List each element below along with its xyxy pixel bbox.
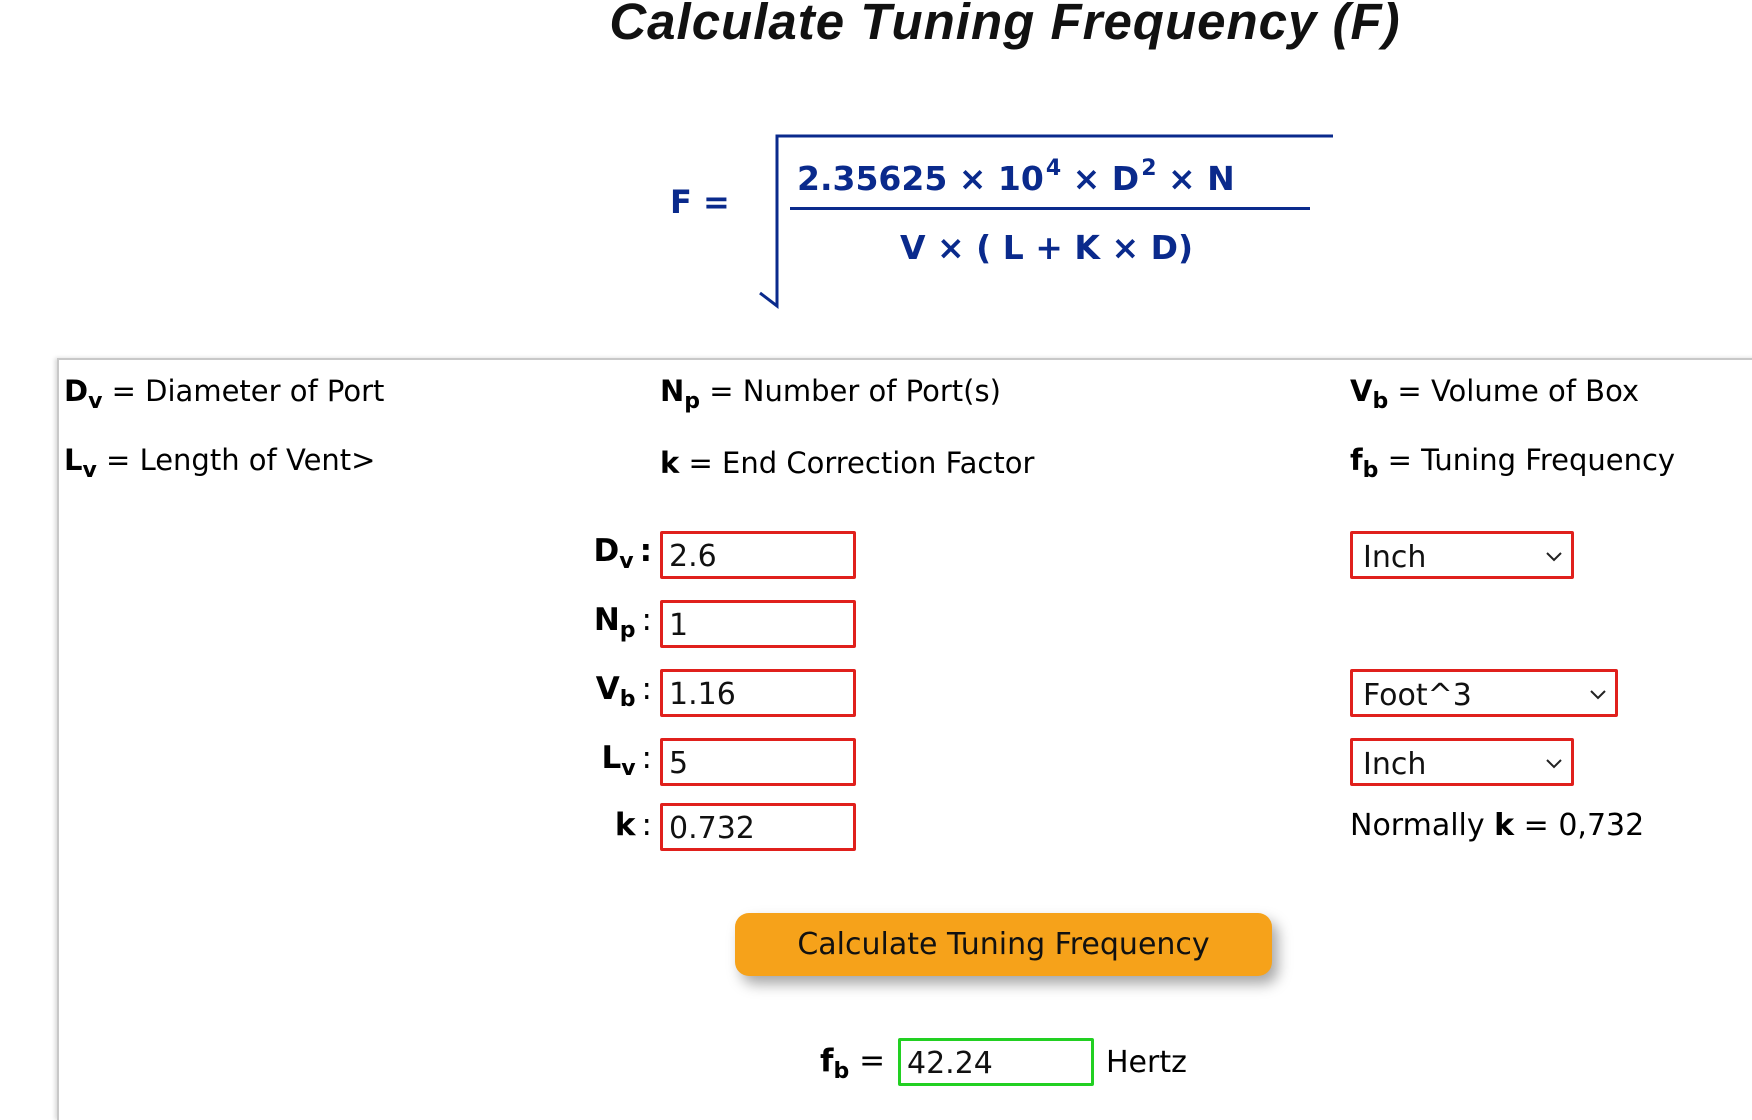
numerator-mid: × D <box>1061 159 1140 198</box>
label-subscript: v <box>619 549 634 574</box>
numerator-end: × N <box>1156 159 1235 198</box>
vb-unit-value: Foot^3 <box>1363 677 1472 713</box>
definition-volume: Vb = Volume of Box <box>1350 374 1639 414</box>
def-subscript: b <box>1372 389 1389 414</box>
def-text: = Volume of Box <box>1397 374 1640 408</box>
label-subscript: p <box>619 618 636 643</box>
def-text: = Tuning Frequency <box>1387 443 1676 477</box>
dv-unit-select[interactable]: Inch <box>1350 531 1574 579</box>
def-symbol: L <box>64 443 83 477</box>
label-symbol: k <box>614 807 636 843</box>
label-symbol: V <box>595 671 620 707</box>
result-subscript: b <box>833 1059 850 1084</box>
label-colon: : <box>639 533 652 569</box>
lv-label: Lv: <box>492 740 652 781</box>
np-input[interactable] <box>660 600 856 648</box>
lv-input[interactable] <box>660 738 856 786</box>
calculate-tuning-frequency-button[interactable]: Calculate Tuning Frequency <box>735 913 1272 976</box>
definition-tuning-frequency: fb = Tuning Frequency <box>1350 443 1675 483</box>
def-symbol: N <box>660 374 685 408</box>
chevron-down-icon <box>1590 690 1606 700</box>
def-symbol: V <box>1350 374 1373 408</box>
def-text: = Number of Port(s) <box>709 374 1001 408</box>
dv-unit-value: Inch <box>1363 539 1427 575</box>
chevron-down-icon <box>1546 552 1562 562</box>
result-equals: = <box>859 1043 886 1079</box>
def-text: = Diameter of Port <box>111 374 385 408</box>
lv-unit-select[interactable]: Inch <box>1350 738 1574 786</box>
label-symbol: N <box>593 602 620 638</box>
result-output[interactable] <box>898 1038 1094 1086</box>
vb-unit-select[interactable]: Foot^3 <box>1350 669 1618 717</box>
result-symbol: f <box>820 1043 834 1079</box>
k-label: k: <box>492 807 652 843</box>
formula-denominator: V × ( L + K × D) <box>900 228 1194 267</box>
def-subscript: v <box>82 458 97 483</box>
vb-label: Vb: <box>492 671 652 712</box>
lv-unit-value: Inch <box>1363 746 1427 782</box>
numerator-exponent-2: 2 <box>1141 156 1157 181</box>
k-input[interactable] <box>660 803 856 851</box>
dv-label: Dv: <box>492 533 652 574</box>
definition-length: Lv = Length of Vent> <box>64 443 375 483</box>
calculator-panel <box>57 358 1752 1120</box>
square-root-icon <box>759 134 1333 310</box>
label-colon: : <box>641 740 652 776</box>
def-subscript: b <box>1362 458 1379 483</box>
label-symbol: D <box>593 533 620 569</box>
normally-k-note: Normally k = 0,732 <box>1350 808 1644 843</box>
chevron-down-icon <box>1546 759 1562 769</box>
page-title: Calculate Tuning Frequency (F) <box>609 0 1401 50</box>
def-symbol: f <box>1350 443 1363 477</box>
definition-end-correction: k = End Correction Factor <box>660 446 1034 480</box>
formula-numerator: 2.35625 × 104 × D2 × N <box>797 156 1235 198</box>
definition-diameter: Dv = Diameter of Port <box>64 374 384 414</box>
def-symbol: D <box>64 374 89 408</box>
result-label: fb = <box>820 1043 885 1084</box>
result-unit: Hertz <box>1106 1045 1187 1080</box>
def-text: = End Correction Factor <box>688 446 1035 480</box>
numerator-exponent: 4 <box>1045 156 1062 181</box>
note-symbol: k <box>1494 808 1515 843</box>
vb-input[interactable] <box>660 669 856 717</box>
definition-number-of-ports: Np = Number of Port(s) <box>660 374 1001 414</box>
def-subscript: p <box>684 389 701 414</box>
label-colon: : <box>641 807 652 843</box>
dv-input[interactable] <box>660 531 856 579</box>
fraction-line <box>790 207 1310 210</box>
label-symbol: L <box>601 740 622 776</box>
def-text: = Length of Vent> <box>106 443 376 477</box>
np-label: Np: <box>492 602 652 643</box>
label-colon: : <box>641 671 652 707</box>
def-subscript: v <box>88 389 103 414</box>
label-colon: : <box>641 602 652 638</box>
numerator-coeff: 2.35625 × 10 <box>797 159 1044 198</box>
note-suffix: = 0,732 <box>1514 808 1645 843</box>
label-subscript: b <box>619 687 636 712</box>
label-subscript: v <box>621 756 636 781</box>
formula-lhs: F = <box>670 183 730 221</box>
note-prefix: Normally <box>1350 808 1495 843</box>
def-symbol: k <box>660 446 680 480</box>
